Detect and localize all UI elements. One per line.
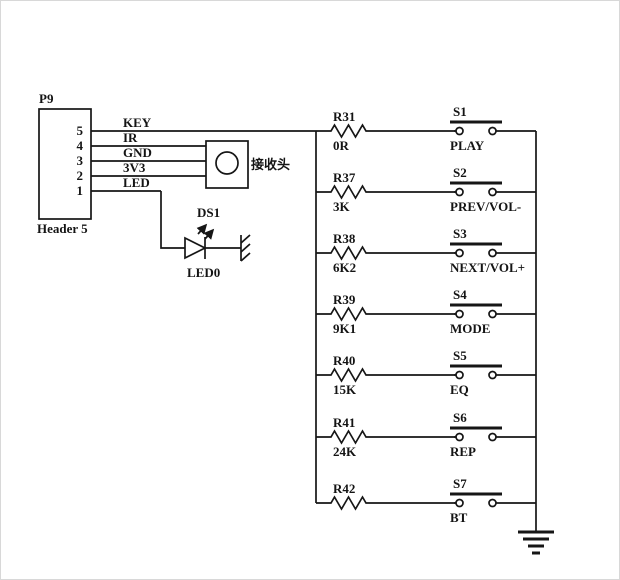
pushbutton-symbol	[448, 242, 538, 258]
resistor-ref: R42	[333, 481, 355, 496]
switch-ref: S7	[453, 476, 467, 491]
pushbutton-symbol	[448, 364, 538, 380]
net-label-3v3: 3V3	[123, 160, 146, 175]
switch-ref: S6	[453, 410, 467, 425]
switch-ref: S3	[453, 226, 467, 241]
header-box	[38, 108, 92, 220]
resistor-symbol	[315, 124, 457, 138]
header-ref: P9	[39, 91, 54, 106]
resistor-value: 9K1	[333, 321, 356, 336]
net-label-ir: IR	[123, 130, 138, 145]
ground-symbol	[240, 234, 251, 262]
switch-ref: S1	[453, 104, 467, 119]
header-name: Header 5	[37, 221, 88, 236]
resistor-ref: R39	[333, 292, 356, 307]
resistor-value: 6K2	[333, 260, 356, 275]
resistor-ref: R37	[333, 170, 356, 185]
net-label-key: KEY	[123, 115, 152, 130]
net-label-led: LED	[123, 175, 150, 190]
pushbutton-symbol	[448, 492, 538, 508]
switch-function-label: NEXT/VOL+	[450, 260, 525, 275]
led-label: LED0	[187, 265, 220, 280]
resistor-symbol	[315, 185, 457, 199]
switch-function-label: MODE	[450, 321, 490, 336]
header-wires	[91, 130, 316, 192]
pushbutton-symbol	[448, 303, 538, 319]
resistor-ref: R31	[333, 109, 355, 124]
header-pin-number: 4	[77, 138, 84, 153]
resistor-ref: R40	[333, 353, 355, 368]
switch-function-label: PREV/VOL-	[450, 199, 521, 214]
resistor-symbol	[315, 368, 457, 382]
resistor-ref: R41	[333, 415, 355, 430]
resistor-value: 24K	[333, 444, 357, 459]
net-label-gnd: GND	[123, 145, 152, 160]
led-symbol	[160, 191, 241, 260]
header-connector: P9 Header 5 5 4 3 2 1	[37, 91, 92, 236]
resistor-symbol	[315, 430, 457, 444]
switch-function-label: BT	[450, 510, 468, 525]
resistor-ref: R38	[333, 231, 356, 246]
header-pin-number: 3	[77, 153, 84, 168]
resistor-value: 3K	[333, 199, 351, 214]
header-pin-number: 2	[77, 168, 84, 183]
resistor-symbol	[315, 496, 457, 510]
switch-function-label: PLAY	[450, 138, 485, 153]
ir-receiver-symbol	[205, 140, 249, 189]
resistor-value: 15K	[333, 382, 357, 397]
resistor-symbol	[315, 246, 457, 260]
header-pin-number: 5	[77, 123, 84, 138]
pushbutton-symbol	[448, 426, 538, 442]
resistor-value: 0R	[333, 138, 350, 153]
earth-ground-symbol	[518, 530, 554, 555]
header-pin-number: 1	[77, 183, 84, 198]
switch-ref: S4	[453, 287, 467, 302]
switch-function-label: EQ	[450, 382, 469, 397]
switch-function-label: REP	[450, 444, 476, 459]
switch-ref: S5	[453, 348, 467, 363]
pushbutton-symbol	[448, 120, 538, 136]
led-ref: DS1	[197, 205, 220, 220]
resistor-symbol	[315, 307, 457, 321]
switch-ref: S2	[453, 165, 467, 180]
ir-receiver-label: 接收头	[251, 157, 290, 172]
pushbutton-symbol	[448, 181, 538, 197]
